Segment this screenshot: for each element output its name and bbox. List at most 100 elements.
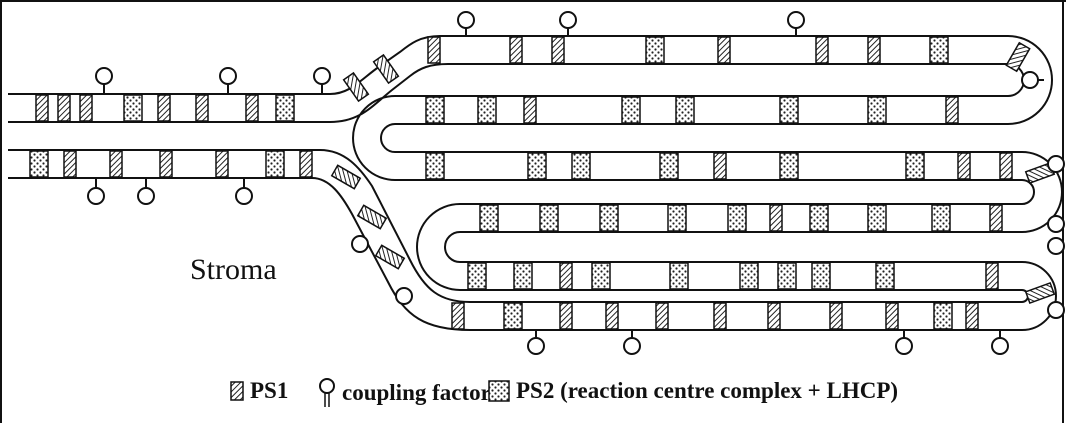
dotted-square-icon [488, 380, 510, 402]
ps2-complex [425, 152, 445, 180]
ps2-complex [477, 96, 497, 124]
ps2-complex [571, 152, 591, 180]
ps1-complex [717, 36, 731, 64]
ps1-complex [374, 244, 406, 270]
ps1-complex [509, 36, 523, 64]
ps2-complex [265, 150, 285, 178]
ps1-complex [57, 94, 71, 122]
coupling-factor [1047, 215, 1065, 233]
coupling-factor [1047, 301, 1065, 319]
legend: PS1 coupling factor PS2 (reaction centre… [0, 378, 1066, 418]
ps2-complex [621, 96, 641, 124]
ps2-complex [875, 262, 895, 290]
ps1-complex [885, 302, 899, 330]
coupling-factor [313, 67, 331, 94]
ps1-complex [215, 150, 229, 178]
ps2-complex [933, 302, 953, 330]
ps2-complex [275, 94, 295, 122]
ps1-complex [159, 150, 173, 178]
ps1-complex [985, 262, 999, 290]
ps2-complex [867, 204, 887, 232]
ps1-complex [551, 36, 565, 64]
ps1-complex [999, 152, 1013, 180]
coupling-factor [895, 330, 913, 355]
upper-lamella-complexes [35, 94, 295, 122]
ps2-complex [527, 152, 547, 180]
ps1-complex [767, 302, 781, 330]
coupling-factor [787, 11, 805, 36]
ps1-complex [1024, 281, 1056, 305]
ps1-complex [1005, 41, 1031, 73]
legend-item-ps1: PS1 [230, 378, 288, 404]
ps1-complex [109, 150, 123, 178]
legend-item-coupling-factor: coupling factor [318, 378, 491, 408]
ps2-complex [123, 94, 143, 122]
ps2-complex [479, 204, 499, 232]
lower-lamella-complexes [29, 150, 313, 178]
ps1-complex [157, 94, 171, 122]
ps2-complex [29, 150, 49, 178]
ps1-complex [63, 150, 77, 178]
ps2-complex [539, 204, 559, 232]
ps1-complex [713, 152, 727, 180]
hatched-square-icon [230, 381, 244, 401]
ps2-complex [727, 204, 747, 232]
ps1-complex [965, 302, 979, 330]
ps2-complex [669, 262, 689, 290]
ps2-complex [667, 204, 687, 232]
coupling-factor-icon [319, 378, 335, 407]
coupling-factors [87, 11, 1065, 355]
coupling-factor [1021, 71, 1044, 89]
ps1-complex [867, 36, 881, 64]
coupling-factor [1047, 237, 1065, 255]
ps1-complex [372, 53, 400, 85]
ps2-complex [599, 204, 619, 232]
legend-label-coupling-factor: coupling factor [342, 380, 491, 405]
ps1-complex [356, 204, 388, 230]
ps1-complex [605, 302, 619, 330]
legend-label-ps2: PS2 (reaction centre complex + LHCP) [516, 378, 899, 403]
granum-row-6 [451, 302, 979, 330]
coupling-factor [351, 235, 369, 253]
ps1-complex [769, 204, 783, 232]
ps2-complex [513, 262, 533, 290]
coupling-factor [87, 178, 105, 205]
ps1-complex [945, 96, 959, 124]
legend-label-ps1: PS1 [250, 378, 289, 403]
granum-row-5 [467, 262, 999, 290]
ps1-complex [35, 94, 49, 122]
ps2-complex [811, 262, 831, 290]
ps1-complex [330, 164, 362, 190]
granum-row-4 [479, 204, 1003, 232]
coupling-factor [395, 287, 413, 305]
ps1-complex [815, 36, 829, 64]
ps2-complex [905, 152, 925, 180]
ps2-complex [929, 36, 949, 64]
ps2-complex [739, 262, 759, 290]
coupling-factor [219, 67, 237, 94]
coupling-factor [457, 11, 475, 36]
ps2-complex [467, 262, 487, 290]
coupling-factor [623, 330, 641, 355]
ps1-complex [342, 71, 370, 103]
ps2-complex [809, 204, 829, 232]
ps1-complex [451, 302, 465, 330]
granum-row-2 [425, 96, 959, 124]
ps2-complex [931, 204, 951, 232]
ps1-complex [559, 302, 573, 330]
ps1-complex [299, 150, 313, 178]
ps2-complex [503, 302, 523, 330]
coupling-factor [991, 330, 1009, 355]
ps1-complex [655, 302, 669, 330]
ps2-complex [425, 96, 445, 124]
ps1-complex [523, 96, 537, 124]
ps2-complex [779, 96, 799, 124]
ps1-complex [559, 262, 573, 290]
coupling-factor [137, 178, 155, 205]
ps1-complex [989, 204, 1003, 232]
granum-row-1 [427, 36, 949, 64]
coupling-factor [559, 11, 577, 36]
coupling-factor [235, 178, 253, 205]
